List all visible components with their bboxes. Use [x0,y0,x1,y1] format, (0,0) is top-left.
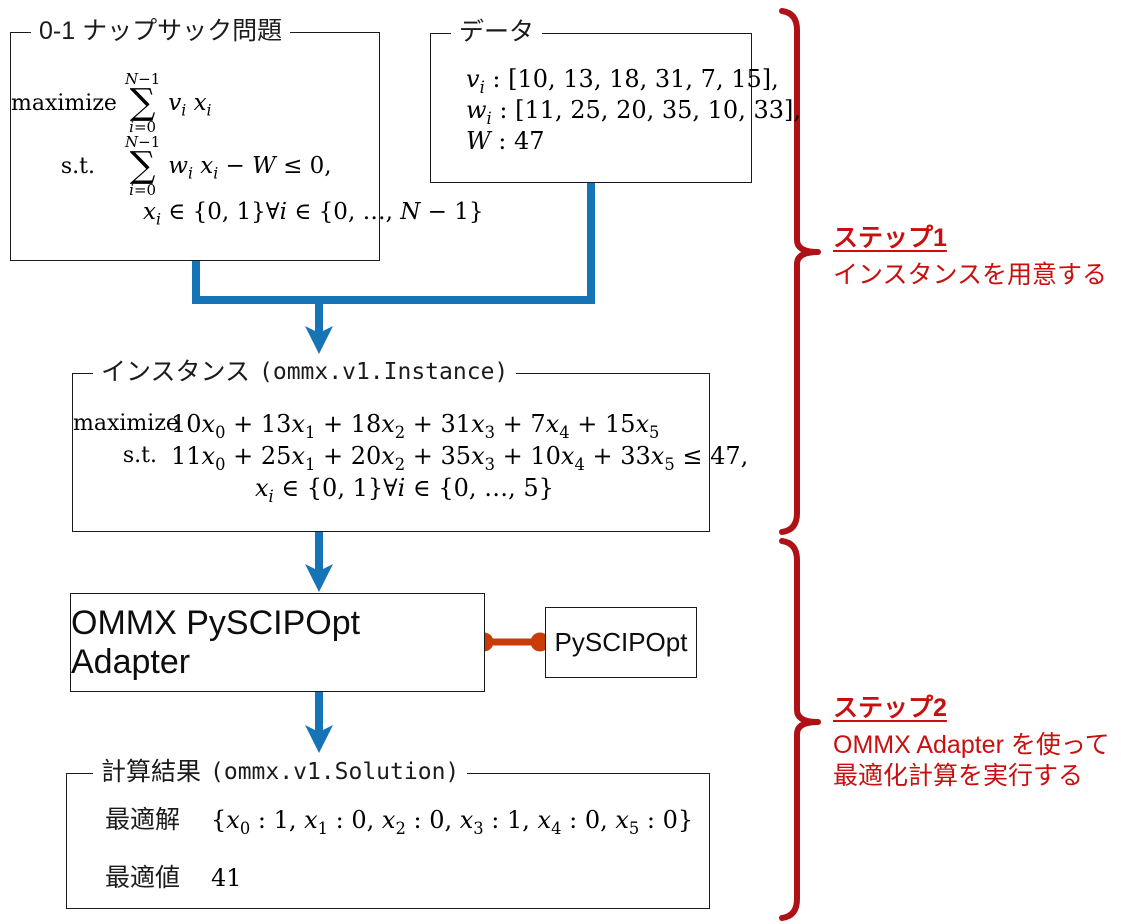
solver-box: PySCIPOpt [545,607,697,678]
maximize-label: maximize [73,411,179,436]
optimal-solution-label: 最適解 [105,806,181,834]
result-box-title: 計算結果 (ommx.v1.Solution) [93,757,468,787]
instance-math: maximize 10x0 + 13x1 + 18x2 + 31x3 + 7x4… [73,374,748,504]
optimal-solution-row: 最適解 {x0 : 1, x1 : 0, x2 : 0, x3 : 1, x4 … [105,800,709,836]
knapsack-constraint-row: s.t. N−1 ∑ i=0 wi xi − W ≤ 0, [11,134,379,198]
instance-objective-row: maximize 10x0 + 13x1 + 18x2 + 31x3 + 7x4… [73,408,709,440]
sum-upper-limit: N−1 [125,133,161,151]
optimal-value-label: 最適値 [105,864,181,892]
adapter-label: OMMX PySCIPOpt Adapter [71,603,361,681]
instance-constraint-row: s.t. 11x0 + 25x1 + 20x2 + 35x3 + 10x4 + … [73,440,748,472]
result-title-japanese: 計算結果 [101,758,202,786]
arrow-to-adapter-head [305,564,333,592]
instance-box-title: インスタンス (ommx.v1.Instance) [93,357,517,387]
data-values: vi : [10, 13, 18, 31, 7, 15], wi : [11, … [431,34,801,157]
data-box-title: データ [451,17,543,47]
sum-symbol: N−1 ∑ i=0 [125,134,160,198]
step1-description: インスタンスを用意する [833,261,1108,289]
optimal-value-row: 最適値 41 [105,858,709,894]
solver-label: PySCIPOpt [554,627,688,657]
sum-lower-limit: i=0 [129,118,157,136]
data-box: データ vi : [10, 13, 18, 31, 7, 15], wi : [… [430,17,801,183]
optimal-value-value: 41 [211,864,242,892]
instance-box: インスタンス (ommx.v1.Instance) maximize 10x0 … [72,357,748,532]
values-line: vi : [10, 13, 18, 31, 7, 15], [466,65,779,97]
step2-annotation: ステップ2 OMMX Adapter を使って 最適化計算を実行する [833,694,1110,792]
step2-description: OMMX Adapter を使って 最適化計算を実行する [833,731,1110,790]
adapter-box: OMMX PySCIPOpt Adapter [70,593,485,692]
subject-to-label: s.t. [122,443,157,468]
subject-to-label: s.t. [60,153,95,179]
solver-link-endpoint [530,632,550,652]
result-box: 計算結果 (ommx.v1.Solution) 最適解 {x0 : 1, x1 … [66,757,710,909]
sum-upper-limit: N−1 [125,70,161,88]
constraint-expression: 11x0 + 25x1 + 20x2 + 35x3 + 10x4 + 33x5 … [171,442,749,474]
instance-title-japanese: インスタンス [101,358,251,386]
knapsack-problem-box: 0-1 ナップサック問題 maximize N−1 ∑ i=0 vi xi s.… [10,16,484,261]
objective-expression: 10x0 + 13x1 + 18x2 + 31x3 + 7x4 + 15x5 [171,410,660,442]
step1-title: ステップ1 [833,224,947,252]
instance-title-code: (ommx.v1.Instance) [259,359,509,385]
arrow-to-instance-head [305,326,333,354]
step2-brace [779,538,821,921]
weights-line: wi : [11, 25, 20, 35, 10, 33], [466,96,801,128]
result-rows: 最適解 {x0 : 1, x1 : 0, x2 : 0, x3 : 1, x4 … [67,774,709,894]
maximize-label: maximize [11,90,117,116]
objective-expression: vi xi [168,90,212,120]
domain-expression: xi ∈ {0, 1}∀i ∈ {0, …, N − 1} [143,199,484,229]
step1-brace [779,8,821,535]
arrow-to-result-head [305,725,333,753]
sum-symbol: N−1 ∑ i=0 [125,71,160,135]
knapsack-math: maximize N−1 ∑ i=0 vi xi s.t. N−1 ∑ i=0 … [11,33,484,227]
capacity-line: W : 47 [466,127,545,155]
sigma-glyph: ∑ [129,145,156,186]
result-title-code: (ommx.v1.Solution) [210,759,460,785]
optimal-solution-value: {x0 : 1, x1 : 0, x2 : 0, x3 : 1, x4 : 0,… [211,806,694,838]
knapsack-box-title: 0-1 ナップサック問題 [31,16,291,46]
step1-annotation: ステップ1 インスタンスを用意する [833,224,1107,291]
domain-expression: xi ∈ {0, 1}∀i ∈ {0, …, 5} [255,474,554,506]
knapsack-objective-row: maximize N−1 ∑ i=0 vi xi [11,71,379,135]
step2-title: ステップ2 [833,694,947,722]
constraint-expression: wi xi − W ≤ 0, [168,153,332,183]
knapsack-domain-row: xi ∈ {0, 1}∀i ∈ {0, …, N − 1} [11,198,484,227]
instance-domain-row: xi ∈ {0, 1}∀i ∈ {0, …, 5} [73,472,709,504]
sigma-glyph: ∑ [129,82,156,123]
sum-lower-limit: i=0 [129,181,157,199]
